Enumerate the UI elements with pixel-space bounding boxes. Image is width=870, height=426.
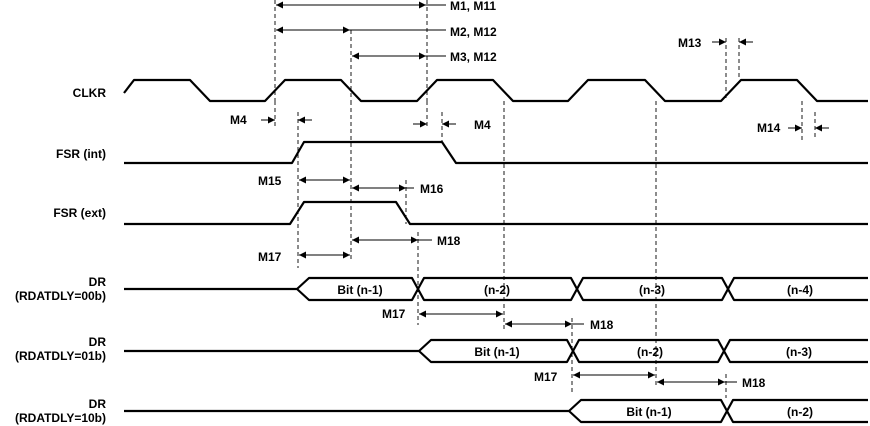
m17-b-label: M17	[382, 307, 406, 321]
reference-lines	[274, 0, 816, 398]
m2-m12-arrow-arrowhead	[276, 26, 283, 34]
dr0-label-line2: (RDATDLY=00b)	[15, 289, 106, 303]
m18-a-arrow-arrowhead	[352, 236, 359, 244]
m1-m11-label: M1, M11	[450, 0, 496, 13]
m4-left-arrow-arrowhead	[298, 116, 305, 124]
dr0-bit-1: Bit (n-1)	[337, 283, 382, 297]
m2-m12-label: M2, M12	[450, 25, 497, 39]
m2-m12-arrow-arrowhead	[343, 26, 350, 34]
m17-b-arrow-arrowhead	[496, 310, 503, 318]
dr2-bit-2: (n-2)	[787, 405, 813, 419]
m15-label: M15	[258, 174, 282, 188]
m17-a-arrow-arrowhead	[299, 251, 306, 259]
m14-arrow-arrowhead	[795, 124, 802, 132]
clkr-label: CLKR	[73, 86, 107, 100]
m18-b-label: M18	[590, 318, 614, 332]
m17-a-label: M17	[258, 250, 282, 264]
m16-arrow-arrowhead	[399, 184, 406, 192]
m3-m12-arrow-arrowhead	[352, 52, 359, 60]
dr2-waveform	[124, 398, 868, 424]
m1-m11-arrow-arrowhead	[419, 1, 426, 9]
m17-c-label: M17	[534, 370, 558, 384]
fsr-int-waveform	[124, 140, 868, 165]
dr1-bit-2: (n-2)	[637, 345, 663, 359]
m16-label: M16	[420, 182, 444, 196]
m18-c-arrow-arrowhead	[657, 378, 664, 386]
m1-m11-arrow-arrowhead	[276, 1, 283, 9]
m14-label: M14	[757, 121, 781, 135]
dr1-label-line2: (RDATDLY=01b)	[15, 349, 106, 363]
fsr-ext-waveform	[124, 200, 868, 226]
m15-arrow-arrowhead	[343, 176, 350, 184]
m17-b-arrow-arrowhead	[419, 310, 426, 318]
m16-arrow-arrowhead	[352, 184, 359, 192]
dr1-bit-1: Bit (n-1)	[474, 345, 519, 359]
m4-right-arrow-arrowhead	[420, 120, 427, 128]
dr0-bit-4: (n-4)	[787, 283, 813, 297]
dr1-waveform	[124, 338, 868, 364]
m4-left-arrow-arrowhead	[268, 116, 275, 124]
dr2-label-line2: (RDATDLY=10b)	[15, 411, 106, 425]
m17-c-arrow-arrowhead	[573, 371, 580, 379]
dr2-label-line1: DR	[89, 397, 107, 411]
clkr-waveform	[123, 78, 868, 103]
fsr-int-label: FSR (int)	[56, 147, 106, 161]
m3-m12-arrow-arrowhead	[419, 52, 426, 60]
dr1-bit-3: (n-3)	[786, 345, 812, 359]
fsr-ext-label: FSR (ext)	[53, 206, 106, 220]
dr0-bit-3: (n-3)	[639, 283, 665, 297]
m18-a-arrow-arrowhead	[411, 236, 418, 244]
m18-b-arrow-arrowhead	[505, 320, 512, 328]
timing-measurements	[261, 1, 829, 386]
m17-a-arrow-arrowhead	[343, 251, 350, 259]
dr2-bit-1: Bit (n-1)	[626, 405, 671, 419]
m4-right-arrow-arrowhead	[442, 120, 449, 128]
m18-c-arrow-arrowhead	[718, 378, 725, 386]
m18-a-label: M18	[437, 234, 461, 248]
dr0-waveform	[124, 276, 868, 302]
dr1-label-line1: DR	[89, 335, 107, 349]
m4-right-label: M4	[474, 118, 491, 132]
m13-label: M13	[678, 36, 702, 50]
m13-arrow-arrowhead	[719, 38, 726, 46]
m15-arrow-arrowhead	[299, 176, 306, 184]
m17-c-arrow-arrowhead	[648, 371, 655, 379]
m3-m12-label: M3, M12	[450, 50, 497, 64]
m18-b-arrow-arrowhead	[565, 320, 572, 328]
dr0-label-line1: DR	[89, 275, 107, 289]
m18-c-label: M18	[742, 376, 766, 390]
m14-arrow-arrowhead	[815, 124, 822, 132]
m4-left-label: M4	[230, 113, 247, 127]
m13-arrow-arrowhead	[739, 38, 746, 46]
dr0-bit-2: (n-2)	[484, 283, 510, 297]
